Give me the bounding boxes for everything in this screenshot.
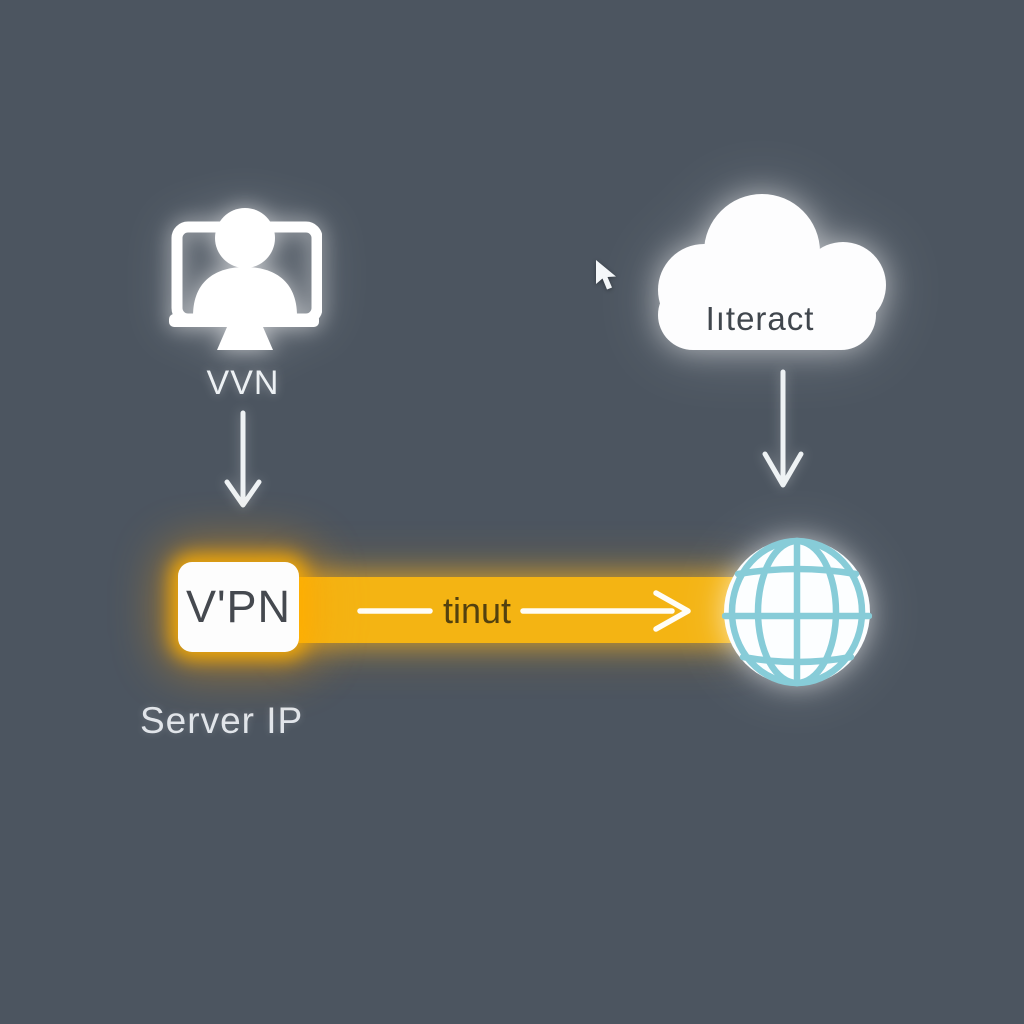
computer-with-user-icon: [169, 208, 322, 350]
arrow-down-icon: [762, 369, 804, 488]
server-ip-label: Server IP: [140, 700, 304, 741]
client-label: VVN: [206, 364, 280, 402]
mouse-cursor-icon: [596, 260, 616, 290]
tunnel-label: tinut: [442, 590, 512, 631]
cloud-label: Iıteract: [705, 300, 815, 337]
globe-icon: [722, 537, 872, 687]
vpn-box: V'PN: [178, 562, 299, 652]
vpn-label: V'PN: [185, 581, 292, 632]
arrow-right-icon: [357, 590, 691, 632]
cloud-icon: [658, 194, 886, 350]
arrow-down-icon: [224, 410, 262, 508]
